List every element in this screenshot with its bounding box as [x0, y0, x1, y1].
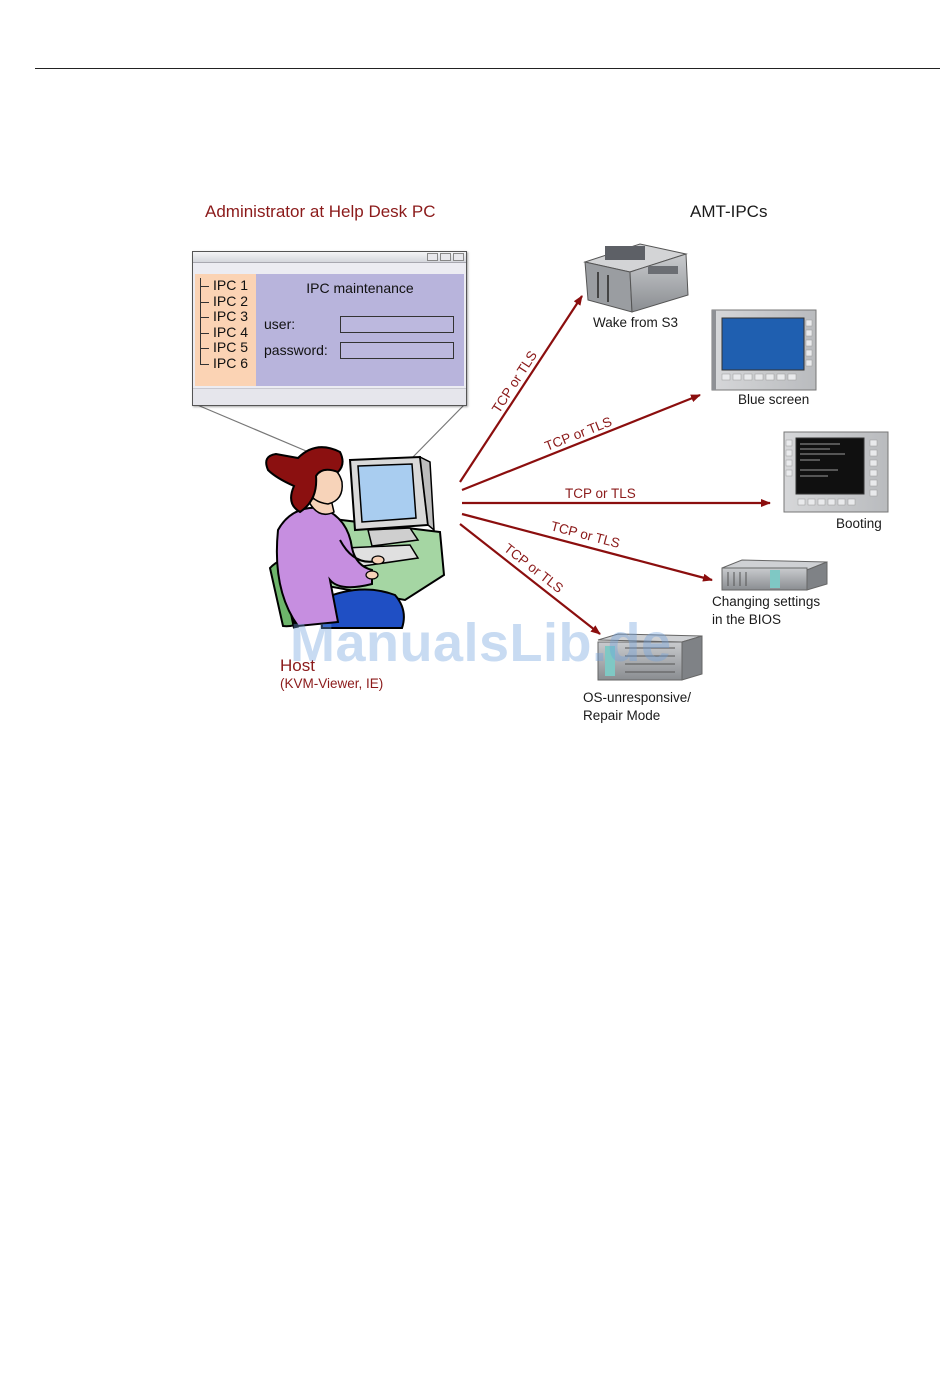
conn-label: TCP or TLS [501, 541, 566, 596]
watermark: ManualsLib.de [290, 612, 672, 674]
arrow-to-bios [462, 514, 712, 580]
minimize-icon[interactable] [427, 253, 438, 261]
device-panel-blue [712, 310, 816, 390]
window-status-bar [193, 388, 466, 405]
caption-os-2: Repair Mode [583, 707, 660, 725]
zoom-line-right [412, 404, 465, 458]
tree-item-ipc-3[interactable]: IPC 3 [195, 309, 256, 325]
device-rack-bios [722, 560, 827, 590]
panel-title: IPC maintenance [256, 280, 464, 296]
caption-bios-1: Changing settings [712, 593, 820, 611]
user-label: user: [264, 316, 295, 332]
caption-blue-screen: Blue screen [738, 391, 809, 409]
zoom-line-left [195, 404, 318, 456]
login-panel: IPC maintenance user: password: [256, 274, 464, 386]
ipc-maintenance-window: IPC 1 IPC 2 IPC 3 IPC 4 IPC 5 IPC 6 IPC … [192, 251, 467, 406]
password-field[interactable] [340, 342, 454, 359]
tree-item-ipc-5[interactable]: IPC 5 [195, 340, 256, 356]
caption-bios-2: in the BIOS [712, 611, 781, 629]
user-field[interactable] [340, 316, 454, 333]
maximize-icon[interactable] [440, 253, 451, 261]
ipc-tree: IPC 1 IPC 2 IPC 3 IPC 4 IPC 5 IPC 6 [195, 274, 256, 386]
window-title-bar [193, 252, 466, 263]
device-box-pc [585, 244, 688, 312]
caption-wake: Wake from S3 [593, 314, 678, 332]
tree-item-ipc-2[interactable]: IPC 2 [195, 294, 256, 310]
caption-booting: Booting [836, 515, 882, 533]
close-icon[interactable] [453, 253, 464, 261]
administrator-illustration [266, 447, 444, 628]
conn-label: TCP or TLS [565, 486, 636, 501]
device-panel-booting [784, 432, 888, 512]
arrow-to-wake [460, 296, 582, 482]
host-sublabel: (KVM-Viewer, IE) [280, 676, 383, 691]
caption-os-1: OS-unresponsive/ [583, 689, 691, 707]
tree-item-ipc-4[interactable]: IPC 4 [195, 325, 256, 341]
tree-item-ipc-1[interactable]: IPC 1 [195, 278, 256, 294]
tree-item-ipc-6[interactable]: IPC 6 [195, 356, 256, 372]
conn-label: TCP or TLS [489, 348, 540, 416]
password-label: password: [264, 342, 328, 358]
